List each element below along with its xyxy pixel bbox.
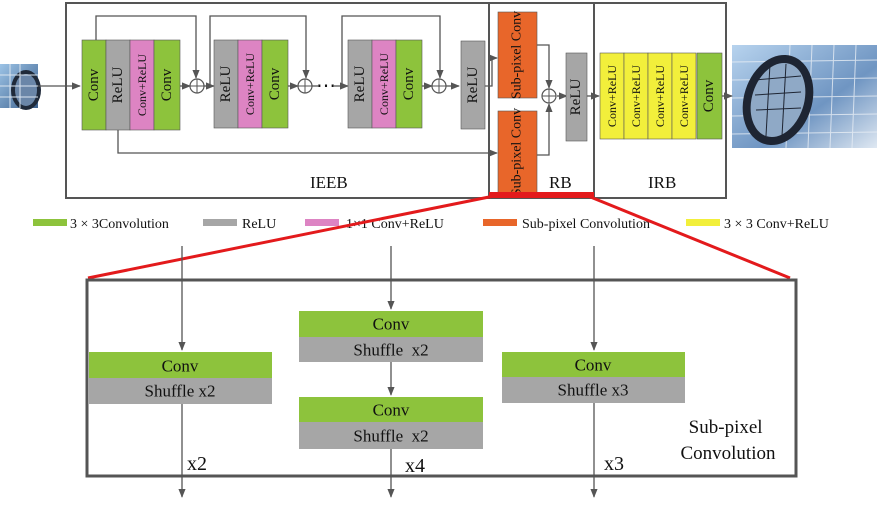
relu-block: ReLU xyxy=(105,39,131,131)
svg-text:Conv: Conv xyxy=(159,68,175,101)
subpixel-detail-frame xyxy=(85,278,798,478)
continuation-dots: ⋯ xyxy=(316,75,336,97)
scale-label: x3 xyxy=(604,453,624,475)
svg-text:Conv: Conv xyxy=(701,79,717,112)
detail-shuffle-block: Shuffle x2 xyxy=(89,378,272,404)
conv-relu-1x1-block: Conv+ReLU xyxy=(129,39,155,131)
svg-text:ReLU: ReLU xyxy=(218,66,234,103)
detail-conv-block: Conv xyxy=(89,352,272,378)
detail-conv-block: Conv xyxy=(502,352,685,377)
detail-connectors xyxy=(178,246,598,498)
svg-text:Conv+ReLU: Conv+ReLU xyxy=(377,53,391,115)
ieeb-label: IEEB xyxy=(310,173,348,192)
svg-text:Conv: Conv xyxy=(162,357,199,376)
svg-text:ReLU: ReLU xyxy=(465,67,481,104)
sum-node xyxy=(297,78,313,94)
detail-shuffle-block: Shuffle x2 xyxy=(299,422,483,449)
conv-relu-3x3-block: Conv+ReLU xyxy=(623,52,649,140)
conv-block: Conv xyxy=(81,39,107,131)
detail-shuffle-block: Shuffle x2 xyxy=(299,337,483,362)
scale-label: x4 xyxy=(405,455,425,477)
relu-block: ReLU xyxy=(565,52,588,142)
svg-text:Conv: Conv xyxy=(373,401,410,420)
svg-text:Conv: Conv xyxy=(575,356,612,375)
svg-text:3 × 3 Conv+ReLU: 3 × 3 Conv+ReLU xyxy=(724,217,829,232)
relu-block: ReLU xyxy=(460,40,486,130)
conv-block: Conv xyxy=(261,39,289,129)
subpixel-conv-block: Sub-pixel Conv xyxy=(497,11,538,99)
svg-text:Conv+ReLU: Conv+ReLU xyxy=(629,65,643,127)
detail-conv-block: Conv xyxy=(299,311,483,337)
detail-shuffle-block: Shuffle x3 xyxy=(502,377,685,403)
svg-text:Sub-pixel Conv: Sub-pixel Conv xyxy=(510,108,525,196)
conv-relu-1x1-block: Conv+ReLU xyxy=(237,39,263,129)
svg-text:Conv+ReLU: Conv+ReLU xyxy=(677,65,691,127)
rb-label: RB xyxy=(549,173,572,192)
svg-text:ReLU: ReLU xyxy=(352,66,368,103)
conv-block: Conv xyxy=(395,39,423,129)
svg-text:Sub-pixel Conv: Sub-pixel Conv xyxy=(510,11,525,99)
legend-item-conv: 3 × 3Convolution xyxy=(33,217,169,232)
svg-text:ReLU: ReLU xyxy=(110,67,126,104)
scale-label: x2 xyxy=(187,453,207,475)
svg-text:Shuffle x2: Shuffle x2 xyxy=(353,427,428,446)
main-flow-connectors xyxy=(38,15,733,157)
svg-text:ReLU: ReLU xyxy=(568,79,584,116)
subpixel-detail-title: Sub-pixel Convolution xyxy=(680,417,776,464)
relu-block: ReLU xyxy=(213,39,239,129)
svg-text:Conv+ReLU: Conv+ReLU xyxy=(243,53,257,115)
irb-label: IRB xyxy=(648,173,676,192)
legend-item-relu: ReLU xyxy=(203,217,276,232)
irb-frame xyxy=(593,2,727,199)
input-image xyxy=(0,64,41,110)
subpixel-conv-block: Sub-pixel Conv xyxy=(497,108,538,196)
svg-text:Conv: Conv xyxy=(267,67,283,100)
output-image xyxy=(731,44,878,149)
svg-text:Conv+ReLU: Conv+ReLU xyxy=(653,65,667,127)
sum-node xyxy=(431,78,447,94)
svg-text:Conv+ReLU: Conv+ReLU xyxy=(135,54,149,116)
legend: 3 × 3Convolution ReLU 1×1 Conv+ReLU Sub-… xyxy=(33,217,829,232)
svg-text:Shuffle x2: Shuffle x2 xyxy=(353,341,428,360)
svg-text:Sub-pixel Convolution: Sub-pixel Convolution xyxy=(522,217,650,232)
zoom-lines xyxy=(87,194,791,280)
sum-node xyxy=(189,78,205,94)
svg-text:Conv: Conv xyxy=(86,68,102,101)
svg-text:3 × 3Convolution: 3 × 3Convolution xyxy=(70,217,169,232)
svg-text:Shuffle x2: Shuffle x2 xyxy=(145,382,216,401)
legend-item-conv-relu-3x3: 3 × 3 Conv+ReLU xyxy=(686,217,829,232)
conv-relu-3x3-block: Conv+ReLU xyxy=(671,52,697,140)
svg-text:1×1 Conv+ReLU: 1×1 Conv+ReLU xyxy=(346,217,444,232)
svg-text:ReLU: ReLU xyxy=(242,217,276,232)
svg-text:Conv: Conv xyxy=(373,315,410,334)
svg-text:Shuffle x3: Shuffle x3 xyxy=(558,381,629,400)
relu-block: ReLU xyxy=(347,39,373,129)
legend-item-subpixel: Sub-pixel Convolution xyxy=(483,217,650,232)
conv-block: Conv xyxy=(153,39,181,131)
svg-text:Conv: Conv xyxy=(401,67,417,100)
rb-highlight xyxy=(489,192,594,198)
conv-relu-1x1-block: Conv+ReLU xyxy=(371,39,397,129)
conv-relu-3x3-block: Conv+ReLU xyxy=(599,52,625,140)
svg-text:Conv+ReLU: Conv+ReLU xyxy=(605,65,619,127)
sum-node xyxy=(541,88,557,104)
conv-relu-3x3-block: Conv+ReLU xyxy=(647,52,673,140)
detail-conv-block: Conv xyxy=(299,397,483,422)
conv-block: Conv xyxy=(696,52,723,140)
